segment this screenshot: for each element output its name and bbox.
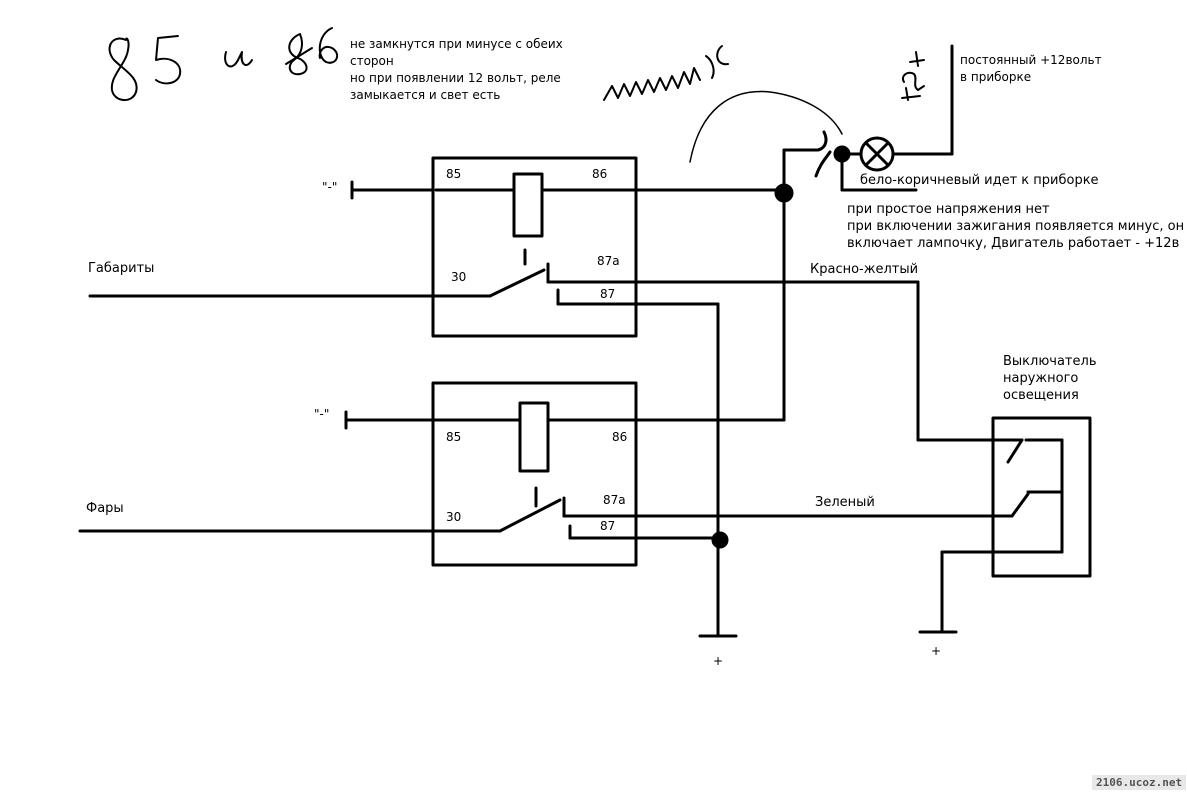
relay-top-coil [512,172,544,238]
relay-top-input-label: Габариты [88,261,155,276]
switch-label-line-2: наружного [1003,371,1079,386]
plus-label-relay: + [713,654,724,668]
supply-note-line-1: постоянный +12вольт [960,53,1102,67]
top-note: не замкнутся при минусе с обеих сторон н… [350,36,563,104]
relay-bottom-box [431,381,638,567]
relay-top-pin-85: 85 [446,167,462,181]
junction-dot [774,183,794,203]
top-note-line-3: но при появлении 12 вольт, реле [350,71,561,85]
handwritten-85-and-86 [108,27,339,101]
top-note-line-4: замыкается и свет есть [350,88,501,102]
relay-bottom-pin-87: 87 [600,519,616,533]
relay-top-pin-87: 87 [600,287,616,301]
watermark: 2106.ucoz.net [1092,775,1187,790]
relay-top-pin-87a: 87а [597,254,620,268]
explain-note: при простое напряжения нет при включении… [847,201,1184,252]
switch-label-line-1: Выключатель [1003,354,1097,369]
wire-note: бело-коричневый идет к приборке [860,173,1099,188]
junction-dot [833,145,851,163]
relay-top-pin-86: 86 [592,167,608,181]
relay-bottom-pin-87a: 87а [603,493,626,507]
relay-top-box [431,156,638,338]
relay-bottom-coil [518,401,550,473]
relay-bottom-minus-label: "-" [314,407,330,421]
top-note-line-2: сторон [350,54,394,68]
switch-label-line-3: освещения [1003,388,1079,403]
explain-note-line-3: включает лампочку, Двигатель работает - … [847,236,1180,251]
relay-bottom-input-label: Фары [86,501,124,516]
supply-note: постоянный +12вольт в приборке [960,52,1102,86]
wire-green-label: Зеленый [815,495,875,510]
supply-note-line-2: в приборке [960,70,1032,84]
handwritten-minus [603,45,729,101]
arc-wire [689,90,843,163]
top-note-line-1: не замкнутся при минусе с обеих [350,37,563,51]
relay-bottom-pin-30: 30 [446,510,462,524]
light-switch-box [991,416,1092,578]
relay-top-pin-30: 30 [451,270,467,284]
plus-label-switch: + [931,644,942,658]
relay-top-minus-label: "-" [322,180,338,194]
relay-bottom-pin-86: 86 [612,430,628,444]
explain-note-line-1: при простое напряжения нет [847,202,1050,217]
switch-label: Выключатель наружного освещения [1003,353,1096,404]
relay-bottom-pin-85: 85 [446,430,462,444]
handwritten-12v [901,51,925,101]
explain-note-line-2: при включении зажигания появляется минус… [847,219,1185,234]
junction-dot [711,531,729,549]
wire-red-yellow-label: Красно-желтый [810,262,919,277]
